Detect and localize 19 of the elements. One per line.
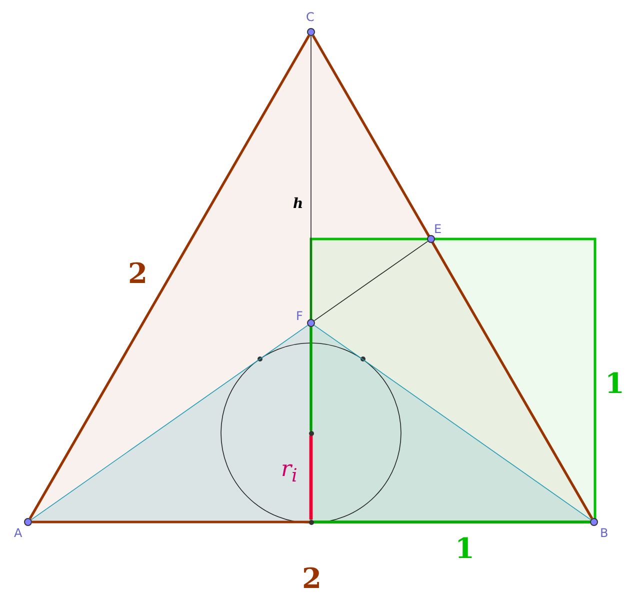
segment-line xyxy=(309,436,313,520)
side-length-label: 2 xyxy=(302,565,322,593)
segment-line xyxy=(30,324,308,520)
segment-line xyxy=(312,34,594,520)
segment-line xyxy=(314,324,592,520)
radius-label: r$_{i}$ xyxy=(281,459,298,486)
side-length-label: 1 xyxy=(455,535,474,563)
point-label: B xyxy=(600,526,608,540)
point-label: A xyxy=(14,526,22,540)
segment-line xyxy=(310,327,312,430)
point-label: E xyxy=(434,222,442,236)
segment-line xyxy=(28,34,310,520)
side-length-label: 1 xyxy=(605,370,624,398)
point-label: F xyxy=(296,309,303,323)
point-label: C xyxy=(306,10,314,24)
height-label: h xyxy=(293,197,304,211)
segment-line xyxy=(314,240,428,322)
side-length-label: 2 xyxy=(128,260,148,288)
segment-line xyxy=(314,520,590,524)
